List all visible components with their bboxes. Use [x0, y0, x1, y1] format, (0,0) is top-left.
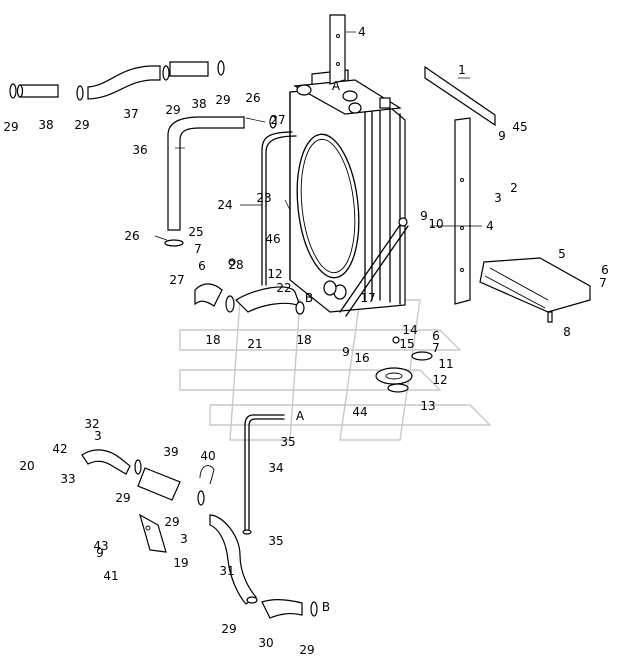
callout-27: 27 — [169, 273, 184, 287]
connector-labels: A A B B — [296, 79, 341, 614]
callout-25: 25 — [188, 225, 203, 239]
plate — [424, 65, 496, 127]
callout-3: 3 — [94, 429, 102, 443]
callout-24: 24 — [217, 198, 232, 212]
callout-46: 46 — [265, 232, 280, 246]
callout-45: 45 — [512, 120, 527, 134]
callout-5: 5 — [558, 247, 566, 261]
callout-6: 6 — [198, 259, 206, 273]
callout-29: 29 — [299, 643, 314, 657]
callout-26: 26 — [245, 91, 260, 105]
callout-33: 33 — [60, 472, 75, 486]
callout-29: 29 — [165, 103, 180, 117]
callout-6: 6 — [601, 263, 609, 277]
callout-21: 21 — [247, 337, 262, 351]
callout-26: 26 — [124, 229, 139, 243]
upper-hoses — [9, 60, 277, 247]
leader-lines — [154, 31, 482, 241]
callout-29: 29 — [3, 120, 18, 134]
callout-9: 9 — [420, 209, 428, 223]
pipe-34 — [242, 414, 285, 535]
lower-tube — [194, 131, 305, 315]
radiator-core — [289, 69, 406, 313]
callout-35: 35 — [268, 534, 283, 548]
callout-11: 11 — [438, 357, 453, 371]
callout-19: 19 — [173, 556, 188, 570]
callout-8: 8 — [563, 325, 571, 339]
callout-29: 29 — [215, 93, 230, 107]
callout-3: 3 — [180, 532, 188, 546]
callout-32: 32 — [84, 417, 99, 431]
callout-22: 22 — [276, 281, 291, 295]
callout-4: 4 — [358, 25, 366, 39]
callout-27: 27 — [270, 113, 285, 127]
tank-cap-parts — [375, 336, 433, 393]
stay-rod — [339, 217, 409, 317]
callout-13: 13 — [420, 399, 435, 413]
callout-39: 39 — [163, 445, 178, 459]
callout-23: 23 — [256, 191, 271, 205]
callout-29: 29 — [164, 515, 179, 529]
callout-43: 43 — [93, 539, 108, 553]
callout-14: 14 — [402, 323, 417, 337]
callout-36: 36 — [132, 143, 147, 157]
callout-31: 31 — [219, 564, 234, 578]
callout-28: 28 — [228, 258, 243, 272]
callout-3: 3 — [494, 191, 502, 205]
callout-42: 42 — [52, 442, 67, 456]
callout-18: 18 — [296, 333, 311, 347]
bottom-guard — [479, 257, 591, 323]
callout-16: 16 — [354, 351, 369, 365]
callout-17: 17 — [360, 291, 375, 305]
lower-hoses — [81, 449, 318, 619]
callout-12: 12 — [432, 373, 447, 387]
callout-2: 2 — [510, 181, 518, 195]
callout-18: 18 — [205, 333, 220, 347]
callout-29: 29 — [221, 622, 236, 636]
callout-6: 6 — [432, 329, 440, 343]
connector-label-A: A — [332, 79, 341, 93]
callout-40: 40 — [200, 449, 215, 463]
connector-label-B: B — [305, 291, 313, 305]
callout-29: 29 — [74, 118, 89, 132]
callout-9: 9 — [342, 345, 350, 359]
callout-1: 1 — [458, 63, 466, 77]
callout-37: 37 — [123, 107, 138, 121]
callout-34: 34 — [268, 461, 283, 475]
callout-41: 41 — [103, 569, 118, 583]
callout-30: 30 — [258, 636, 273, 650]
side-panel — [454, 117, 471, 305]
callout-7: 7 — [432, 341, 440, 355]
callout-15: 15 — [399, 337, 414, 351]
bracket-41 — [139, 513, 167, 553]
callout-44: 44 — [352, 405, 367, 419]
connector-label-A: A — [296, 409, 305, 423]
callout-35: 35 — [280, 435, 295, 449]
callout-20: 20 — [19, 459, 34, 473]
callout-7: 7 — [599, 276, 607, 290]
callout-38: 38 — [191, 97, 206, 111]
callout-7: 7 — [194, 242, 202, 256]
callout-10: 10 — [428, 217, 443, 231]
callout-9: 9 — [96, 546, 104, 560]
callout-38: 38 — [38, 118, 53, 132]
callout-29: 29 — [115, 491, 130, 505]
callout-12: 12 — [267, 267, 282, 281]
connector-label-B: B — [322, 600, 330, 614]
bracket-upper — [329, 14, 346, 85]
callout-9: 9 — [498, 129, 506, 143]
callout-4: 4 — [486, 219, 494, 233]
